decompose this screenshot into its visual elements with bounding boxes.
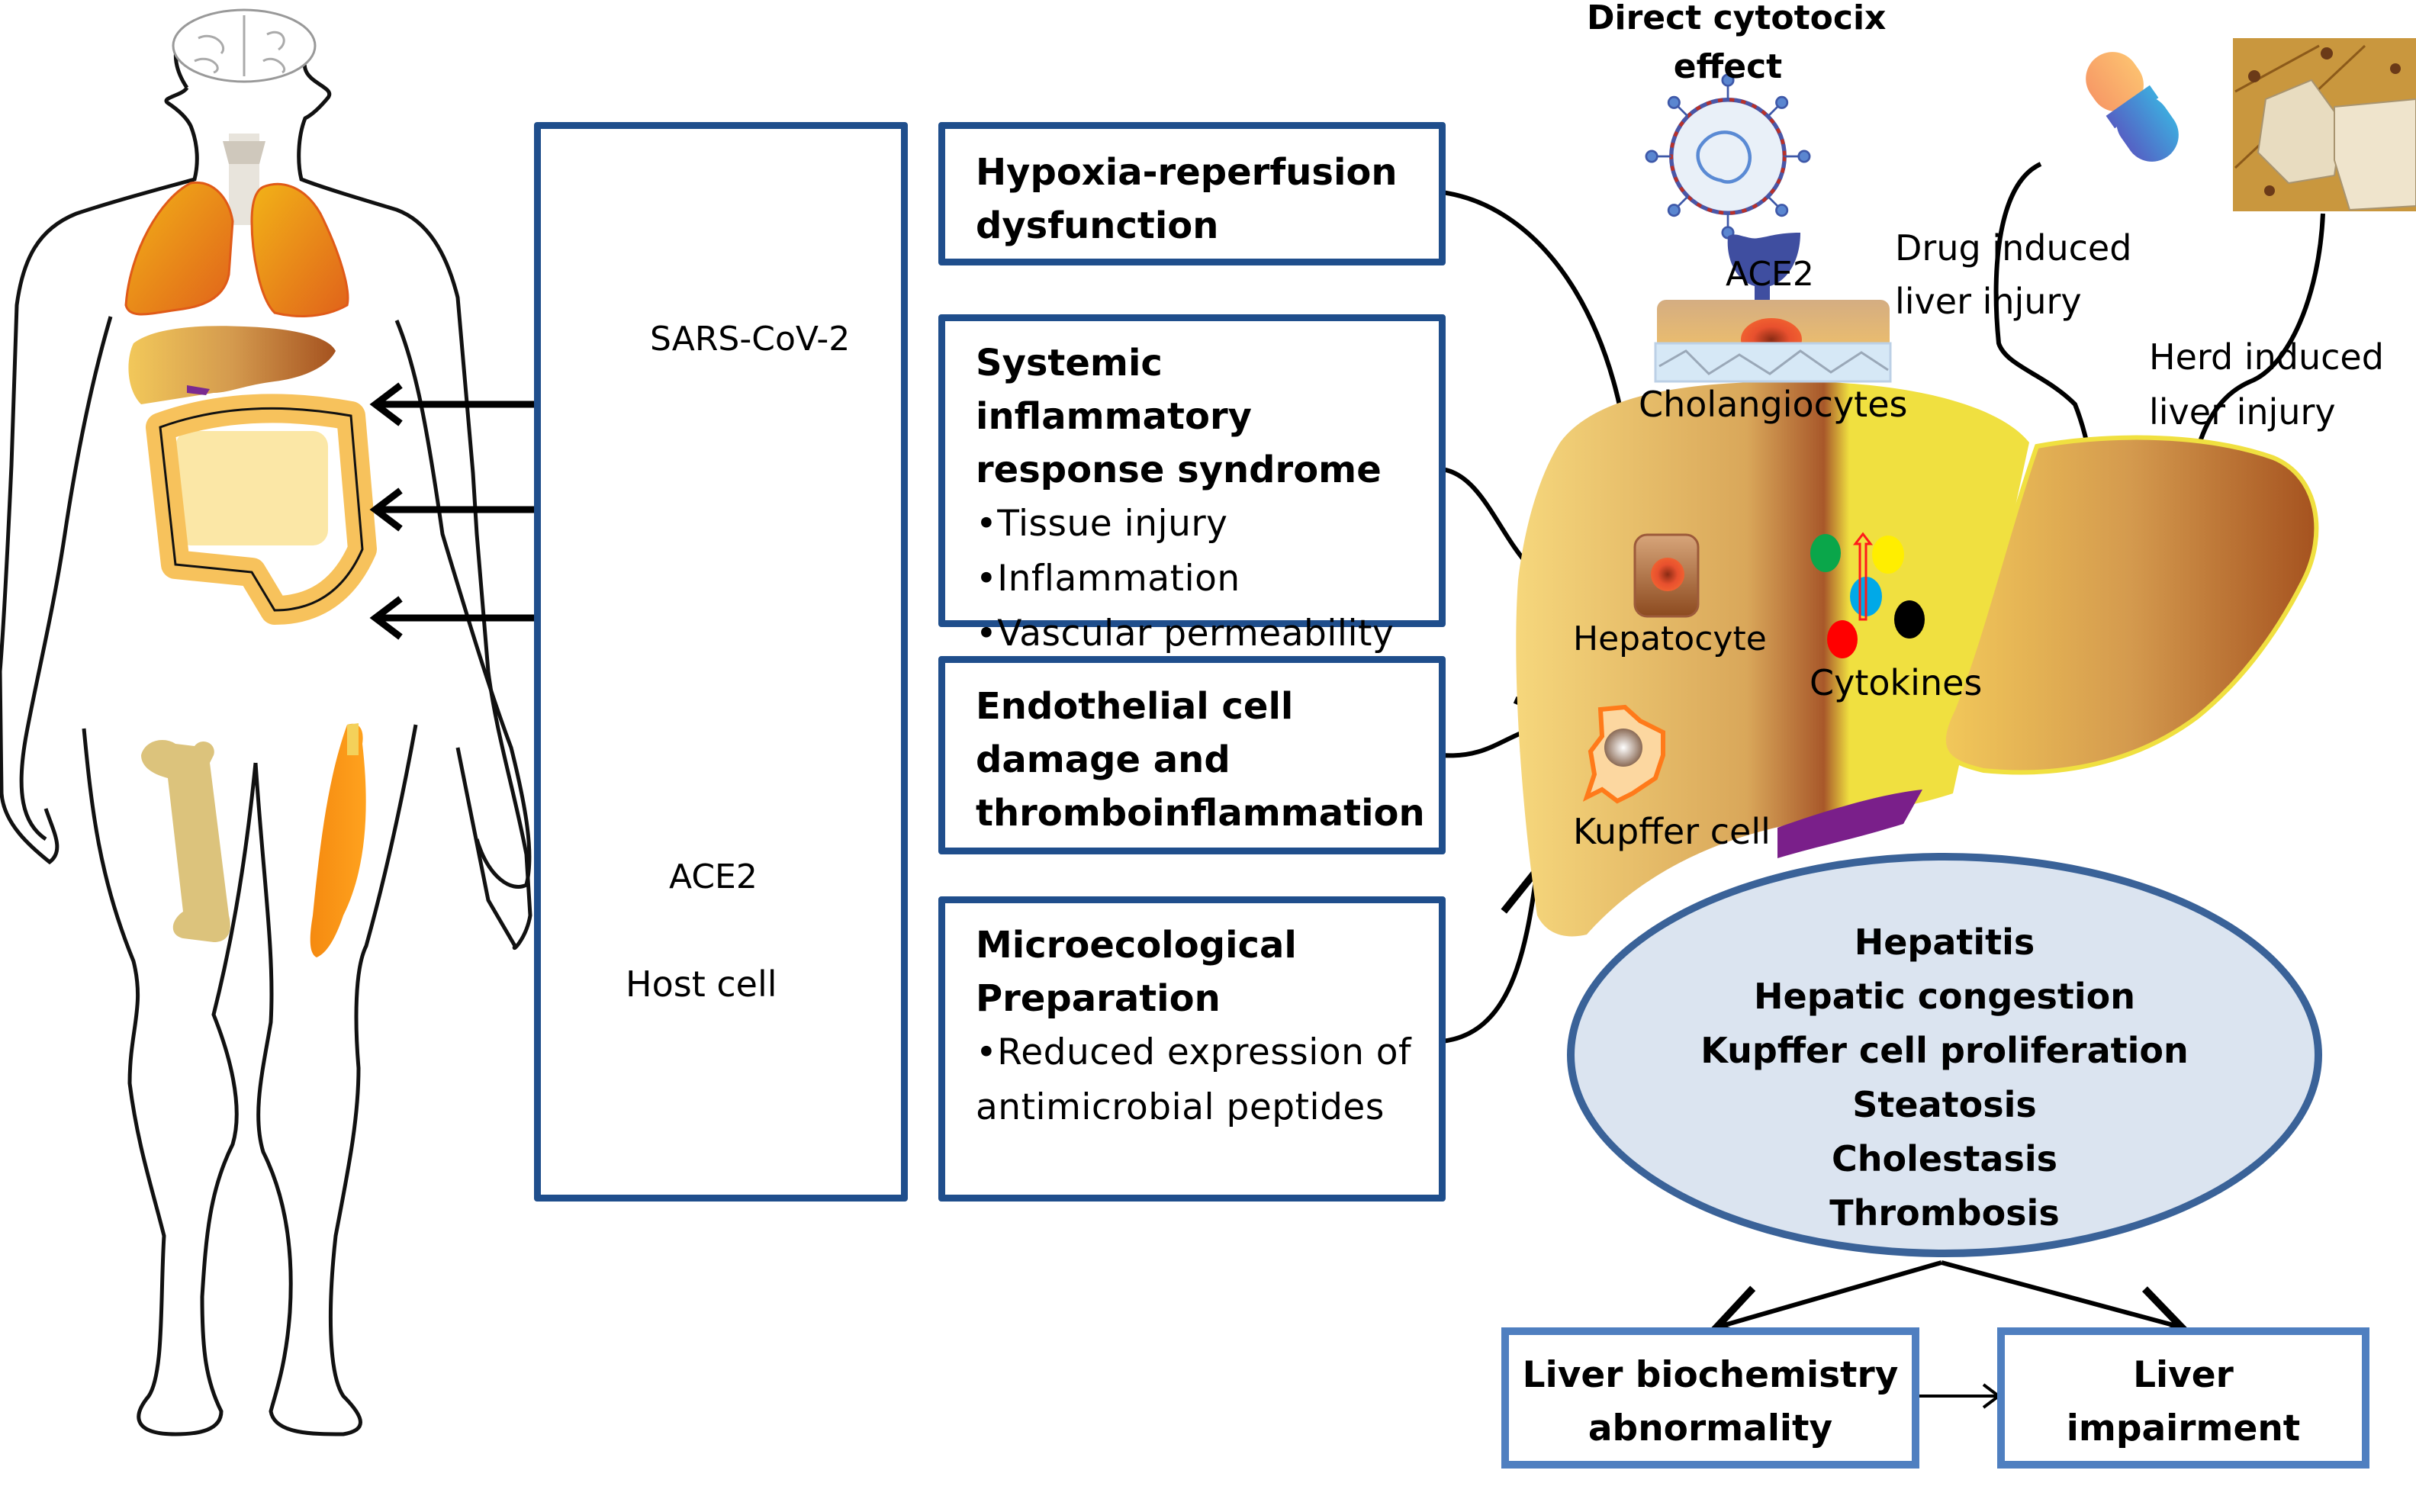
herb-induced-line: Herd induced <box>2149 336 2384 378</box>
liver-impairment-box: Liver impairment <box>1997 1327 2369 1469</box>
small-ace2-receptor-icon <box>1727 233 1800 301</box>
mechanism-title: Systemic inflammatory <box>976 342 1252 438</box>
muscle-icon <box>310 723 366 957</box>
virus-panel <box>534 122 908 1202</box>
intestine-icon <box>146 394 377 625</box>
biochem-to-impairment-arrow <box>1917 1383 2002 1409</box>
organ-arrows <box>369 382 534 640</box>
arrow-to-impairment-box <box>1941 1260 2189 1346</box>
pathology-item: Thrombosis <box>1829 1192 2060 1234</box>
virus-label: SARS-CoV-2 <box>650 320 851 359</box>
liver-illustration <box>1516 381 2319 937</box>
host-cell-label: Host cell <box>626 963 777 1005</box>
brain-icon <box>172 8 317 83</box>
pathology-item: Cholestasis <box>1831 1138 2057 1179</box>
direct-cytotoxic-label: Direct cytotocix effect <box>1587 0 1887 92</box>
cholangiocyte-cell-icon <box>1654 300 1892 383</box>
pathology-ellipse: Hepatitis Hepatic congestion Kupffer cel… <box>1567 853 2322 1257</box>
mechanism-title: dysfunction <box>976 204 1219 247</box>
femur-bone-icon <box>141 740 230 942</box>
outcome-line: abnormality <box>1588 1407 1833 1449</box>
left-leg-outline <box>82 728 258 1436</box>
mechanism-box-sirs: Systemic inflammatory response syndrome … <box>938 314 1446 655</box>
mechanism-bullet: •Vascular permeability <box>976 613 1395 655</box>
small-liver-icon <box>128 326 336 404</box>
hepatocyte-label: Hepatocyte <box>1573 619 1767 658</box>
small-virus-icon <box>1645 73 1811 240</box>
outcome-line: impairment <box>2066 1407 2301 1449</box>
body-outline-right <box>0 86 199 865</box>
cytokine-dot <box>1810 534 1841 572</box>
arrow-to-biochem-box <box>1710 1260 1942 1345</box>
drug-induced-label: Drug induced liver injury <box>1895 221 2131 328</box>
increase-arrow-icon <box>1852 532 1874 621</box>
ace2-label: ACE2 <box>669 857 758 896</box>
outcome-line: Liver <box>2133 1354 2234 1396</box>
mechanism-bullet: •Tissue injury <box>976 503 1228 545</box>
liver-right-lobe <box>1941 435 2319 775</box>
cholangiocytes-label: Cholangiocytes <box>1639 384 1908 425</box>
left-arm-outline <box>19 316 113 841</box>
human-body-figure <box>0 14 532 1436</box>
kupffer-cell-icon <box>1582 704 1665 804</box>
liver-gallbladder-band <box>1777 790 1922 858</box>
pathology-item: Steatosis <box>1852 1084 2037 1125</box>
mechanism-title: thromboinflammation <box>976 792 1425 835</box>
right-leg-outline <box>253 724 418 1436</box>
pathology-list: Hepatitis Hepatic congestion Kupffer cel… <box>1575 915 2315 1240</box>
mechanism-box-microecological: Microecological Preparation •Reduced exp… <box>938 896 1446 1202</box>
mechanism-title: Hypoxia-reperfusion <box>976 151 1398 194</box>
herbal-medicine-image <box>2233 38 2416 211</box>
herb-induced-line: liver injury <box>2149 391 2336 433</box>
mechanism-title: Preparation <box>976 977 1221 1020</box>
mechanism-bullet: antimicrobial peptides <box>976 1086 1385 1128</box>
herb-induced-label: Herd induced liver injury <box>2149 330 2384 439</box>
cytokines-label: Cytokines <box>1810 662 1983 703</box>
liver-biochemistry-box: Liver biochemistry abnormality <box>1501 1327 1919 1469</box>
liver-ace2-label: ACE2 <box>1726 255 1814 294</box>
outcome-line: Liver biochemistry <box>1522 1354 1899 1396</box>
cytokine-dot <box>1827 620 1858 658</box>
lungs-icon <box>124 181 349 317</box>
pathology-item: Kupffer cell proliferation <box>1700 1030 2189 1071</box>
right-arm-outline <box>394 320 532 889</box>
direct-cytotoxic-line: effect <box>1673 47 1783 86</box>
arrow-micro-to-kupffer <box>1441 862 1562 1044</box>
hepatocyte-icon <box>1633 533 1700 618</box>
drug-capsule-icon <box>2086 52 2179 162</box>
pathology-item: Hepatitis <box>1854 922 2035 963</box>
drug-induced-line: Drug induced <box>1895 227 2132 269</box>
direct-cytotoxic-line: Direct cytotocix <box>1587 0 1887 37</box>
drug-induced-line: liver injury <box>1895 281 2082 322</box>
mechanism-box-endothelial: Endothelial cell damage and thromboinfla… <box>938 656 1446 854</box>
pathology-item: Hepatic congestion <box>1754 976 2135 1017</box>
outcome-arrows <box>1710 1260 2189 1346</box>
mechanism-title: response syndrome <box>976 449 1382 491</box>
mechanism-title: damage and <box>976 738 1231 781</box>
cytokines-cluster <box>1810 532 1925 658</box>
mechanism-bullet: •Inflammation <box>976 558 1240 600</box>
cytokine-dot <box>1872 536 1904 574</box>
mechanism-box-hypoxia: Hypoxia-reperfusion dysfunction <box>938 122 1446 265</box>
mechanism-bullet: •Reduced expression of <box>976 1031 1412 1073</box>
mechanism-title: Microecological <box>976 924 1297 967</box>
mechanism-title: Endothelial cell <box>976 685 1294 728</box>
cytokine-dot <box>1894 600 1925 639</box>
kupffer-cell-label: Kupffer cell <box>1573 811 1771 852</box>
